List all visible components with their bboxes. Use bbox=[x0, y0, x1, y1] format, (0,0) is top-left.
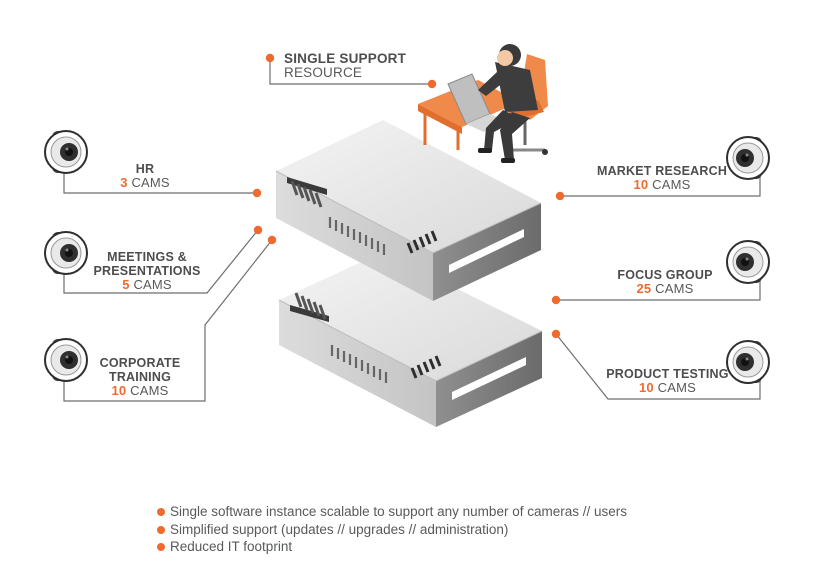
cam-count: 5 bbox=[122, 277, 130, 292]
connector-product bbox=[555, 333, 761, 400]
cam-unit: CAMS bbox=[130, 383, 169, 398]
cam-unit: CAMS bbox=[657, 380, 697, 395]
support-subtitle: RESOURCE bbox=[284, 65, 363, 80]
group-label-product: PRODUCT TESTING 10 CAMS bbox=[600, 367, 735, 395]
group-label-hr: HR 3 CAMS bbox=[100, 162, 190, 190]
benefit-item: Reduced IT footprint bbox=[155, 538, 627, 556]
camera-icon-focus bbox=[726, 240, 770, 284]
connector-support bbox=[269, 58, 432, 85]
camera-icon-training bbox=[44, 338, 88, 382]
cam-unit: CAMS bbox=[655, 281, 694, 296]
support-title: SINGLE SUPPORT bbox=[284, 51, 407, 66]
group-label-focus: FOCUS GROUP 25 CAMS bbox=[605, 268, 725, 296]
group-name: MEETINGS & bbox=[107, 250, 187, 264]
server-icon-upper bbox=[275, 120, 542, 301]
cam-unit: CAMS bbox=[133, 277, 172, 292]
cam-unit: CAMS bbox=[131, 175, 170, 190]
group-label-training: CORPORATE TRAINING 10 CAMS bbox=[92, 356, 188, 398]
group-name-line2: TRAINING bbox=[108, 370, 171, 384]
group-label-meetings: MEETINGS & PRESENTATIONS 5 CAMS bbox=[82, 250, 212, 292]
person-at-desk-icon bbox=[418, 44, 548, 163]
cam-count: 3 bbox=[120, 175, 128, 190]
cam-count: 10 bbox=[633, 177, 649, 192]
support-label: SINGLE SUPPORT RESOURCE bbox=[284, 52, 406, 80]
cam-count: 25 bbox=[636, 281, 652, 296]
cam-unit: CAMS bbox=[652, 177, 691, 192]
benefit-item: Simplified support (updates // upgrades … bbox=[155, 521, 627, 539]
benefit-item: Single software instance scalable to sup… bbox=[155, 503, 627, 521]
connector-hr bbox=[63, 165, 257, 194]
benefits-list: Single software instance scalable to sup… bbox=[155, 503, 627, 556]
group-name-line2: PRESENTATIONS bbox=[93, 264, 201, 278]
cam-count: 10 bbox=[638, 380, 654, 395]
camera-icon-hr bbox=[44, 130, 88, 174]
connector-dots bbox=[252, 53, 565, 339]
connector-meetings bbox=[63, 229, 259, 294]
group-name: FOCUS GROUP bbox=[617, 268, 713, 282]
camera-icon-market bbox=[726, 136, 770, 180]
group-name: PRODUCT TESTING bbox=[606, 367, 729, 381]
group-name: MARKET RESEARCH bbox=[596, 164, 728, 178]
camera-icon-meetings bbox=[44, 231, 88, 275]
connector-training bbox=[63, 239, 273, 402]
group-name: CORPORATE bbox=[99, 356, 181, 370]
server-icon-lower bbox=[278, 252, 543, 427]
group-label-market: MARKET RESEARCH 10 CAMS bbox=[592, 164, 732, 192]
group-name: HR bbox=[135, 162, 155, 176]
cam-count: 10 bbox=[111, 383, 127, 398]
